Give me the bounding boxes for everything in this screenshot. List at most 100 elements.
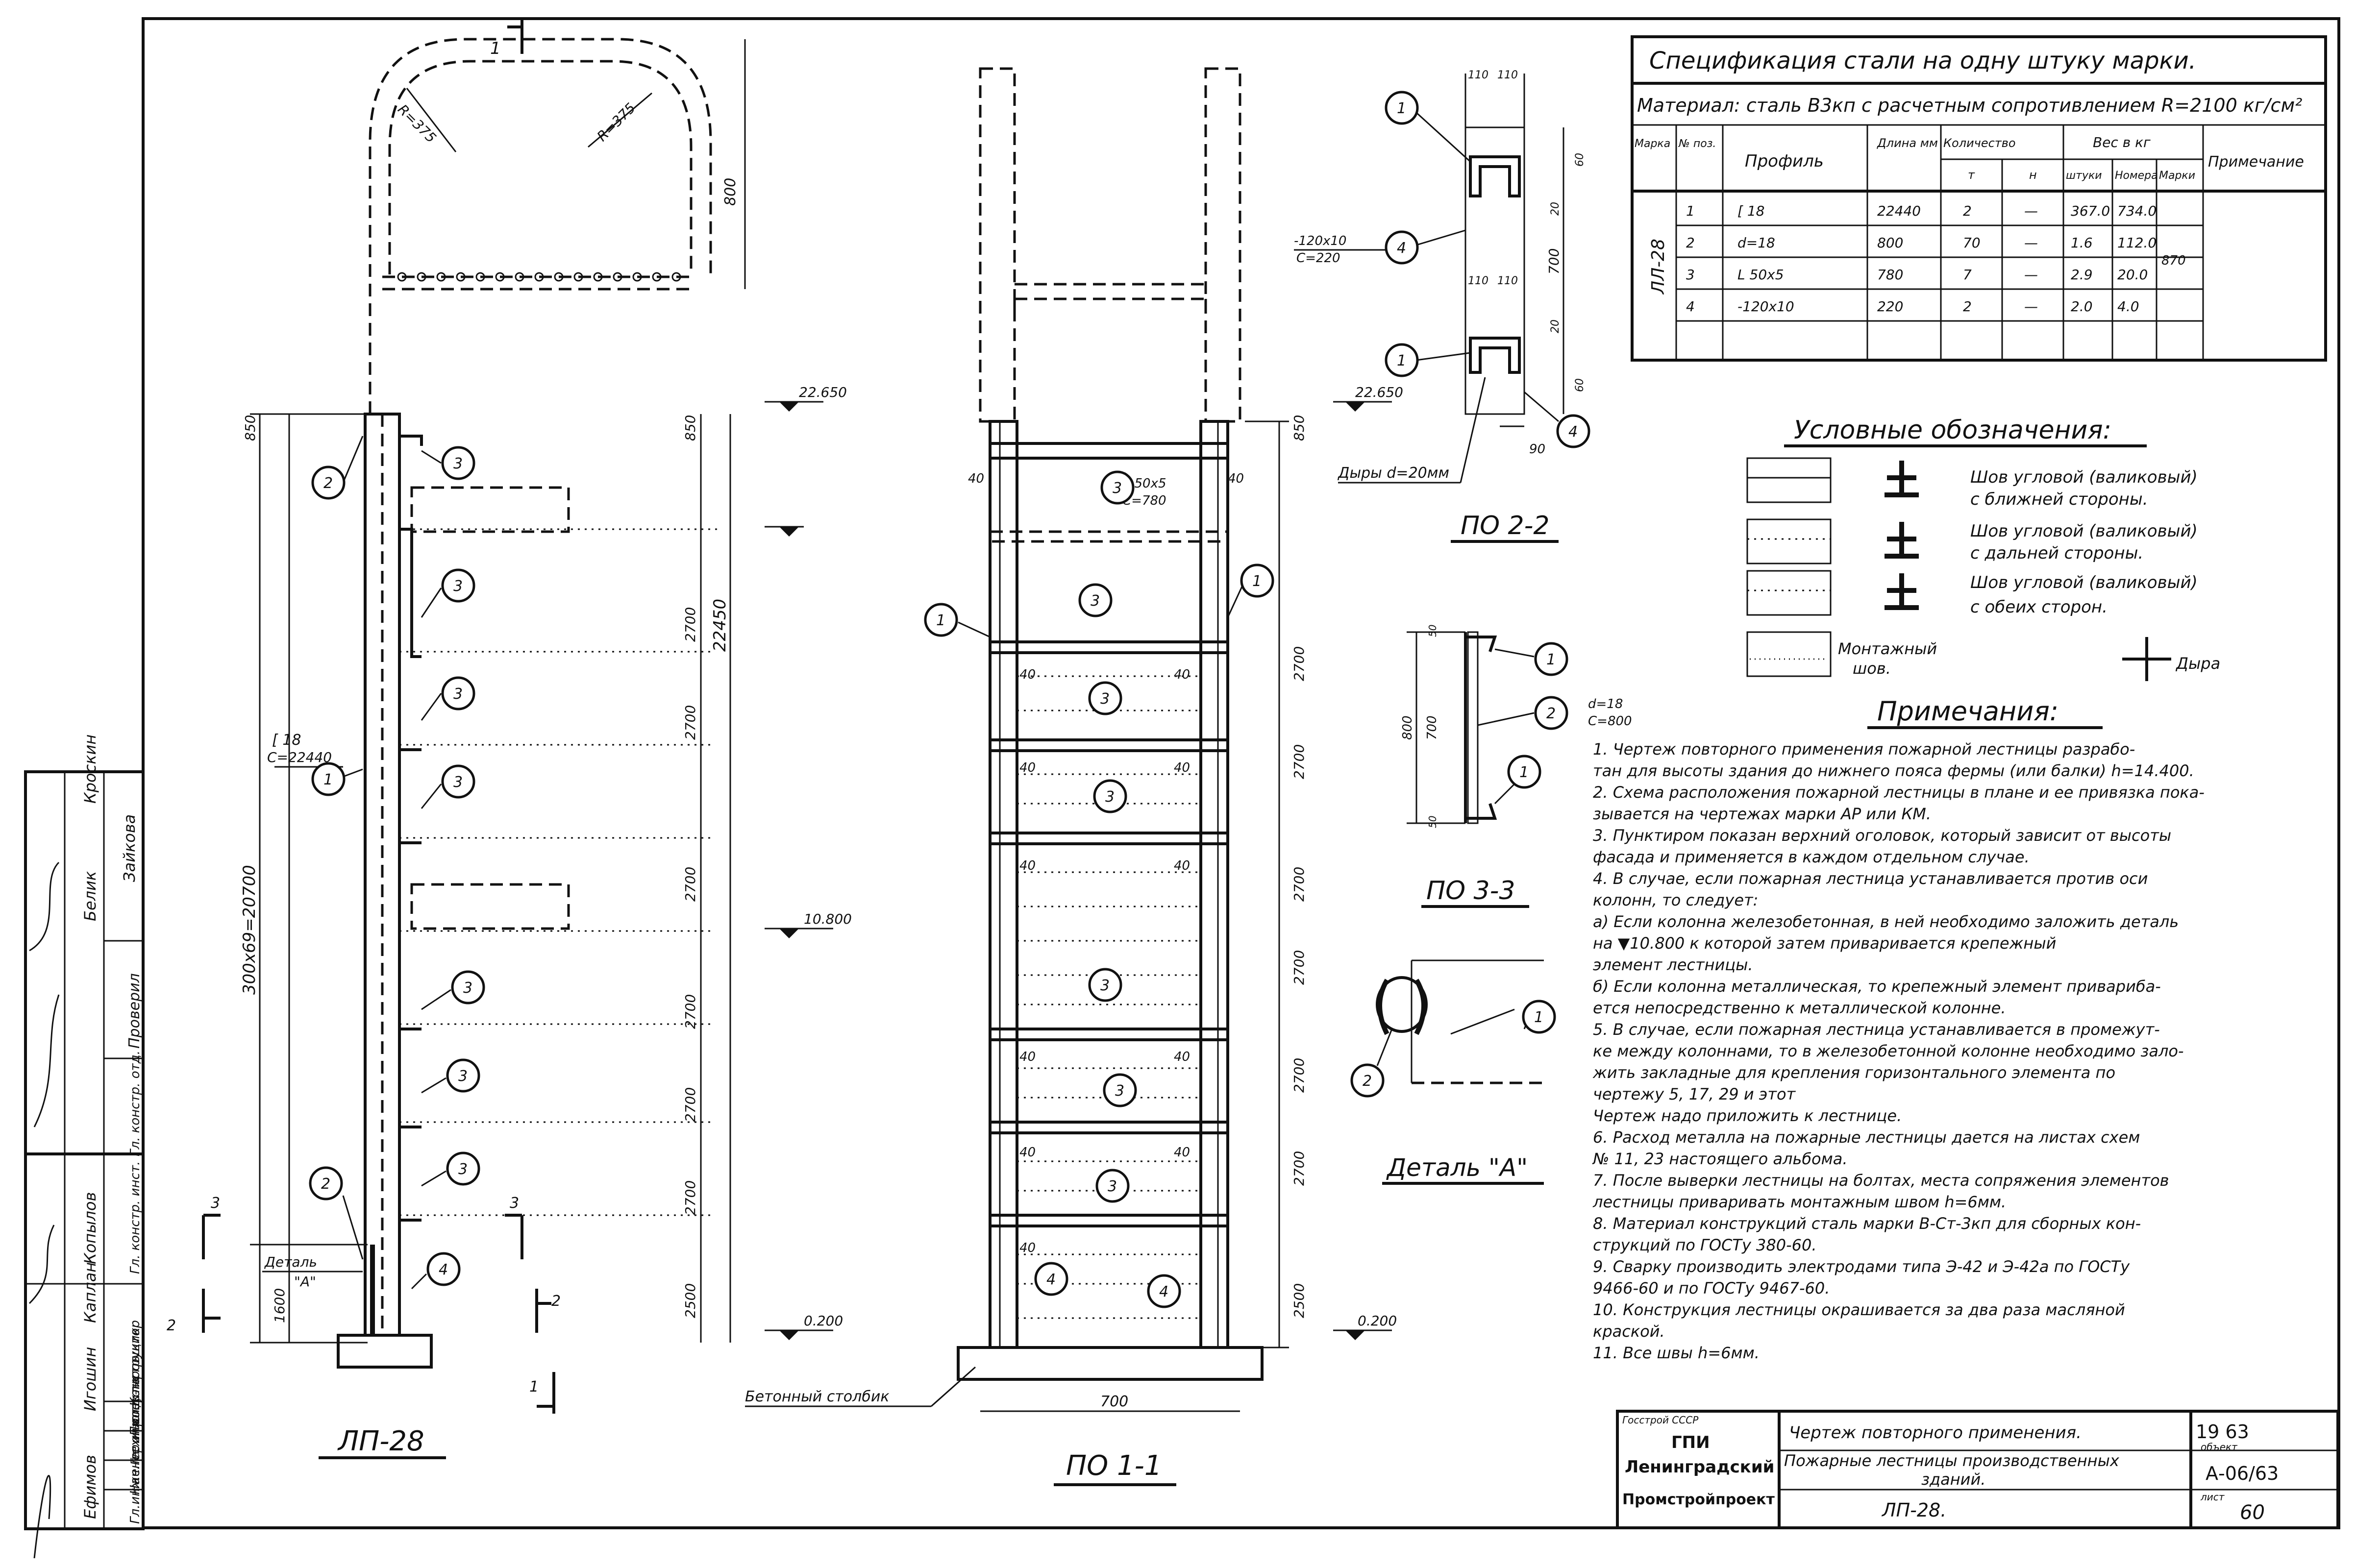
dim-50-1: 50 <box>1427 625 1438 637</box>
weed-symbol-2 <box>1746 518 1919 564</box>
view-detail-a: 2 1 Деталь "А" <box>1350 959 1556 1185</box>
notes-title: Примечания: <box>1877 696 2058 727</box>
spec-cell-t: 2 <box>1963 203 1972 219</box>
note-line: 6. Расход металла на пожарные лестницы д… <box>1593 1128 2140 1147</box>
dim-2500-p: 2500 <box>1291 1283 1307 1318</box>
role-5: Конструктор <box>128 1320 143 1406</box>
note-line: 2. Схема расположения пожарной лестницы … <box>1593 783 2205 802</box>
hdr-weight: Вес в кг <box>2093 134 2151 150</box>
note-line: 4. В случае, если пожарная лестница уста… <box>1593 869 2148 888</box>
bracket-box-lower <box>410 883 570 930</box>
dim-110-4: 110 <box>1497 275 1518 287</box>
concrete-post-lp <box>337 1334 433 1369</box>
note-line: ке между колоннами, то в железобетонной … <box>1593 1042 2184 1060</box>
spec-mark: ЛЛ-28 <box>1648 239 1668 295</box>
radius-label-2: R=375 <box>594 99 639 144</box>
dim-40-5: 40 <box>1019 760 1036 775</box>
dim-50-2: 50 <box>1427 816 1438 828</box>
dim-850-po: 850 <box>1291 415 1307 441</box>
view-po11: 40 40 40 40 40 40 40 40 40 40 40 40 40 L… <box>745 67 1403 1486</box>
dim-2700-p4: 2700 <box>1291 950 1307 985</box>
spec-cell-piece: 367.0 <box>2071 203 2110 219</box>
tb-org3: Ленинградский <box>1625 1457 1775 1477</box>
note-line: жить закладные для крепления горизонталь… <box>1592 1063 2115 1082</box>
note-line: 3. Пунктиром показан верхний оголовок, к… <box>1593 826 2171 845</box>
dim-40-10: 40 <box>1174 1050 1190 1064</box>
dim-850-left: 850 <box>242 415 258 441</box>
spec-cell-t: 7 <box>1963 267 1972 283</box>
role-2: Нач. техн. отд. <box>128 1394 143 1494</box>
dim-60-2: 60 <box>1574 378 1586 392</box>
callouts-po33: 1 2 1 <box>1494 642 1568 805</box>
callout-po-1b: 1 <box>1252 573 1262 590</box>
plate-label: -120x10 <box>1294 234 1346 248</box>
callout-1: 1 <box>323 771 333 788</box>
svg-text:22.650: 22.650 <box>1355 384 1403 400</box>
note-line: краской. <box>1593 1322 1665 1341</box>
dim-2700-p6: 2700 <box>1291 1151 1307 1186</box>
role-6: Гл. констр. инст. <box>128 1161 143 1274</box>
concrete-post-po <box>957 1346 1264 1381</box>
role-4: Проектировщик <box>128 1327 143 1436</box>
callout-22-4b: 4 <box>1568 423 1578 441</box>
dim-110-2: 110 <box>1497 69 1518 81</box>
spec-mark-weight: 870 <box>2161 253 2186 268</box>
tb-mark: ЛП-28. <box>1881 1499 1946 1521</box>
tb-obj-label: объект <box>2201 1441 2238 1453</box>
dim-40-2: 40 <box>1228 471 1244 486</box>
title-block: Госстрой СССР ГПИ Ленинградский Промстро… <box>1616 1410 2339 1529</box>
dim-700-po: 700 <box>1100 1393 1128 1410</box>
signature-strip: Гл.инженер инст. Нач. техн. отд. Гл. инж… <box>24 735 145 1559</box>
dim-800-top: 800 <box>722 178 739 206</box>
note-line: тан для высоты здания до нижнего пояса ф… <box>1593 761 2194 780</box>
dim-2700-r1: 2700 <box>682 607 698 642</box>
tb-org4: Промстройпроект <box>1622 1491 1775 1508</box>
svg-text:2: 2 <box>551 1293 561 1310</box>
callout-33-2: 2 <box>1546 705 1556 722</box>
note-line: чертежу 5, 17, 29 и этот <box>1593 1085 1796 1103</box>
weed-symbol-3 <box>1746 570 1919 616</box>
name-6: Кроскин <box>81 735 99 804</box>
hdr-w-mark: Марки <box>2159 170 2195 182</box>
svg-text:3: 3 <box>510 1195 519 1212</box>
callout-4-lp-num: 4 <box>439 1261 448 1278</box>
hoop-rivets <box>397 272 681 282</box>
spec-cell-n: — <box>2024 203 2038 219</box>
spec-cell-t: 2 <box>1963 298 1972 315</box>
dim-2700-p1: 2700 <box>1291 646 1307 681</box>
section-mark-3-right: 3 <box>505 1195 523 1259</box>
view-title-po33: ПО 3-3 <box>1426 876 1515 906</box>
callout-3-e: 3 <box>463 980 472 997</box>
role-8: Проверил <box>126 973 143 1049</box>
name-7: Зайкова <box>120 814 139 882</box>
dim-40-8: 40 <box>1174 858 1190 873</box>
callout-po-3a: 3 <box>1113 480 1122 497</box>
holes-label: Дыры d=20мм <box>1337 465 1449 482</box>
elev-bot-lp: 0.200 <box>765 1313 843 1340</box>
dim-20-1: 20 <box>1549 202 1562 216</box>
view-title-lp28: ЛП-28 <box>337 1425 424 1457</box>
note-line: элемент лестницы. <box>1593 956 1753 974</box>
stringer-right <box>1199 420 1229 1349</box>
svg-text:1: 1 <box>529 1378 539 1396</box>
dim-total: 22450 <box>710 599 730 652</box>
role-3: Гл. инж. пр-та <box>128 1377 142 1465</box>
callout-da-2: 2 <box>1363 1073 1372 1090</box>
note-line: 7. После выверки лестницы на болтах, мес… <box>1593 1171 2169 1190</box>
spec-cell-poz: 3 <box>1686 267 1695 283</box>
note-line: 8. Материал конструкций сталь марки В-Ст… <box>1593 1214 2141 1233</box>
note-line: 9. Сварку производить электродами типа Э… <box>1593 1257 2130 1276</box>
hdr-poz: № поз. <box>1678 138 1716 150</box>
handwritten-signature <box>28 861 60 1559</box>
legend-hole: Дыра <box>2175 654 2220 673</box>
callout-3-a: 3 <box>453 455 463 472</box>
dim-40-13: 40 <box>1019 1241 1036 1255</box>
callout-po-3b: 3 <box>1091 592 1100 610</box>
legend-3b: с обеих сторон. <box>1970 597 2108 617</box>
view-lp28: R=375 R=375 800 1 <box>167 20 852 1459</box>
elev-top-lp: 22.650 <box>765 384 847 412</box>
spec-cell-n: — <box>2024 267 2038 283</box>
rung-length: C=800 <box>1588 714 1632 729</box>
hdr-qty-n: н <box>2029 168 2037 182</box>
callout-2-bottom: 2 <box>321 1176 330 1193</box>
